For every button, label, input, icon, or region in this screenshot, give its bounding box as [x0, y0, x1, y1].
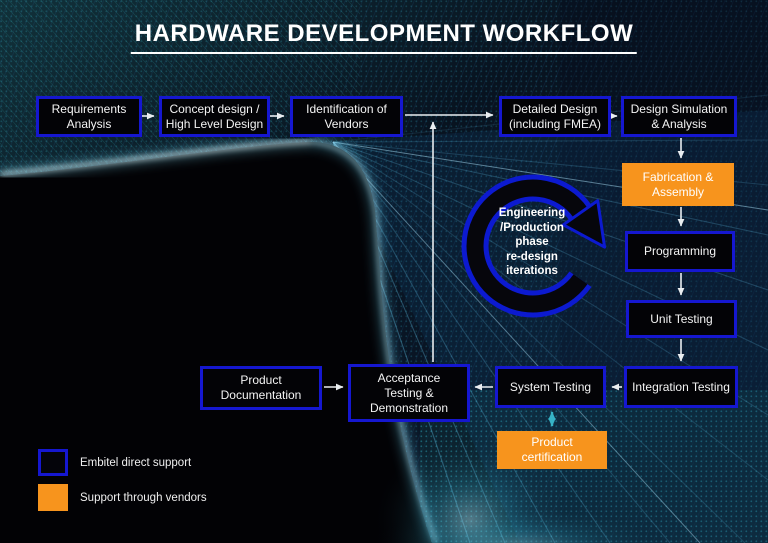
node-label: Fabrication & Assembly	[642, 169, 714, 199]
node-product-certification: Product certification	[497, 431, 607, 469]
legend-label: Embitel direct support	[80, 456, 192, 469]
redesign-loop-label: Engineering /Production phase re-design …	[498, 207, 566, 277]
node-label: Design Simulation & Analysis	[630, 101, 728, 131]
legend-item-vendor-support: Support through vendors	[38, 484, 268, 511]
node-acceptance-testing: Acceptance Testing & Demonstration	[348, 364, 470, 422]
node-unit-testing: Unit Testing	[626, 300, 737, 338]
node-label: Concept design / High Level Design	[165, 101, 264, 131]
node-label: Product Documentation	[220, 373, 302, 402]
node-label: Identification of Vendors	[306, 101, 387, 131]
node-design-simulation: Design Simulation & Analysis	[621, 96, 737, 137]
node-label: Unit Testing	[650, 311, 713, 326]
node-label: Product certification	[521, 435, 583, 464]
node-label: System Testing	[509, 379, 592, 394]
node-identification-of-vendors: Identification of Vendors	[290, 96, 403, 137]
legend: Embitel direct support Support through v…	[38, 449, 268, 519]
node-concept-design: Concept design / High Level Design	[159, 96, 270, 137]
node-integration-testing: Integration Testing	[624, 366, 738, 408]
page-title: HARDWARE DEVELOPMENT WORKFLOW	[130, 20, 638, 54]
node-label: Integration Testing	[632, 379, 730, 394]
legend-swatch-orange	[38, 484, 68, 511]
node-requirements-analysis: Requirements Analysis	[36, 96, 142, 137]
node-system-testing: System Testing	[495, 366, 606, 408]
node-label: Programming	[643, 244, 717, 258]
node-label: Detailed Design (including FMEA)	[508, 101, 602, 131]
node-detailed-design: Detailed Design (including FMEA)	[499, 96, 611, 137]
node-product-documentation: Product Documentation	[200, 366, 322, 410]
node-label: Acceptance Testing & Demonstration	[369, 370, 449, 415]
legend-item-direct-support: Embitel direct support	[38, 449, 268, 476]
node-fabrication-assembly: Fabrication & Assembly	[622, 163, 734, 206]
node-programming: Programming	[625, 231, 735, 272]
legend-swatch-blue-outline	[38, 449, 68, 476]
legend-label: Support through vendors	[80, 491, 207, 504]
node-label: Requirements Analysis	[51, 101, 127, 131]
